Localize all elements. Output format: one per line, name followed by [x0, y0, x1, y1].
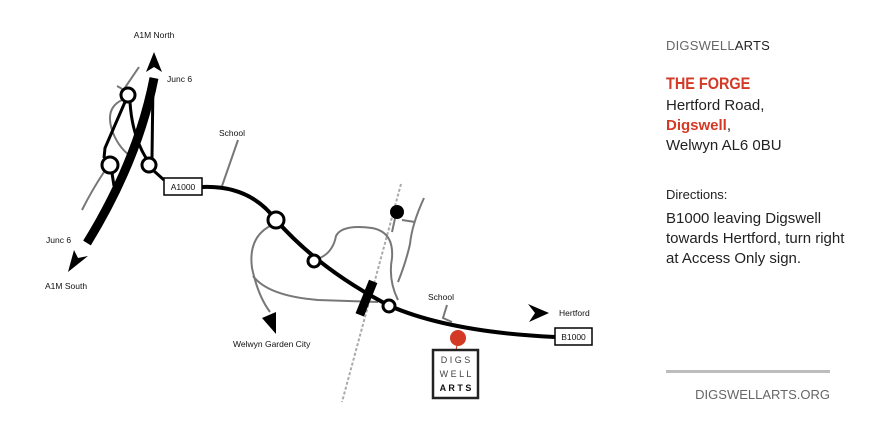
a1m-motorway	[83, 77, 159, 246]
website-link[interactable]: DIGSWELLARTS.ORG	[695, 387, 830, 402]
hertford-arrow-icon	[528, 304, 549, 322]
roundabout	[266, 210, 286, 230]
a1m-north-label: A1M North	[134, 30, 175, 40]
a1m-south-label: A1M South	[45, 281, 87, 291]
b1000-label: B1000	[561, 332, 586, 342]
svg-text:D I G S: D I G S	[441, 355, 471, 365]
location-marker-icon	[450, 330, 466, 346]
digswell-arts-logo: D I G S W E L L A R T S	[431, 348, 480, 400]
a1m-north-arrow-icon	[146, 52, 162, 72]
svg-text:W E L L: W E L L	[440, 369, 472, 379]
school-label: School	[428, 292, 454, 302]
directions-label: Directions:	[666, 187, 728, 202]
divider	[666, 370, 830, 373]
roundabout	[140, 156, 158, 174]
a1m-south-arrow-icon	[68, 250, 88, 272]
brand-name: DIGSWELLARTS	[666, 38, 771, 53]
station-dot	[390, 205, 404, 219]
school-label: School	[219, 128, 245, 138]
welwyn-garden-city-arrow-icon	[262, 312, 276, 334]
b1000-sign: B1000	[554, 327, 593, 346]
address: Hertford Road, Digswell, Welwyn AL6 0BU	[666, 97, 782, 154]
hertford-label: Hertford	[559, 308, 590, 318]
directions-text: B1000 leaving Digswell towards Hertford,…	[666, 210, 845, 267]
roundabout	[100, 155, 120, 175]
venue-name: THE FORGE	[666, 74, 751, 93]
minor-roads	[81, 66, 453, 323]
welwyn-garden-city-label: Welwyn Garden City	[233, 339, 311, 349]
roundabout	[381, 298, 397, 314]
a1000-sign: A1000	[163, 177, 203, 196]
a1000-b1000-road	[201, 184, 556, 339]
roundabout	[306, 253, 322, 269]
junction-slip-roads	[102, 81, 166, 187]
location-map: A1000 B1000 D I G S W E L L A R T S A1M …	[45, 30, 593, 403]
railway-bridge	[355, 279, 378, 317]
svg-text:A R T S: A R T S	[440, 383, 472, 393]
a1000-label: A1000	[171, 182, 196, 192]
roundabout	[119, 86, 137, 104]
junc6-south-label: Junc 6	[46, 235, 71, 245]
junc6-north-label: Junc 6	[167, 74, 192, 84]
